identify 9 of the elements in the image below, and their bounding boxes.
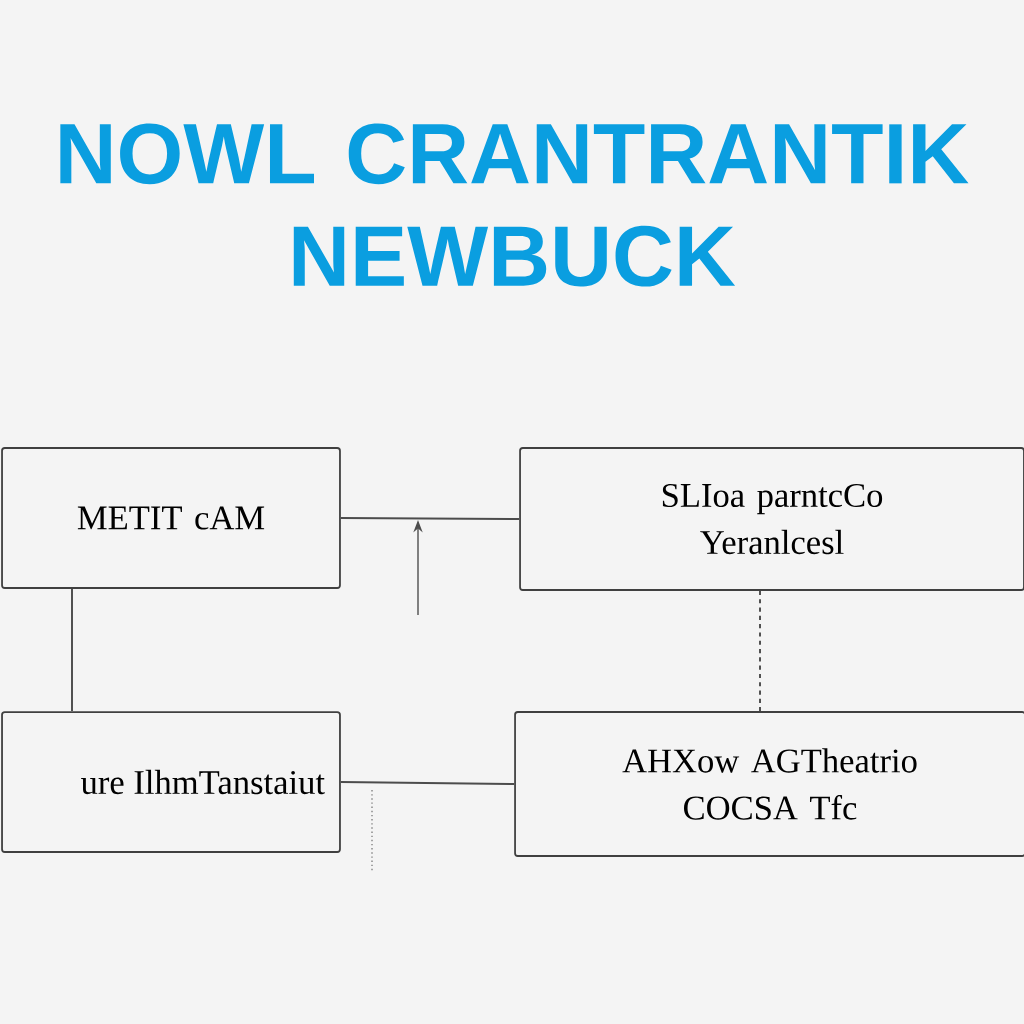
process-box: SLIoa parntcCo Yeranlcesl [519, 447, 1024, 591]
process-box: AHXow AGTheatrio COCSA Tfc [514, 711, 1024, 857]
title: NOWL CRANTRANTIK NEWBUCK [60, 123, 969, 287]
connector-line [71, 587, 73, 713]
connector-line [339, 517, 521, 520]
process-box: ure IlhmTanstaiut [1, 711, 341, 853]
connector-line [759, 589, 761, 713]
connector-line [339, 781, 516, 785]
process-box: METIT cAM [1, 447, 341, 589]
